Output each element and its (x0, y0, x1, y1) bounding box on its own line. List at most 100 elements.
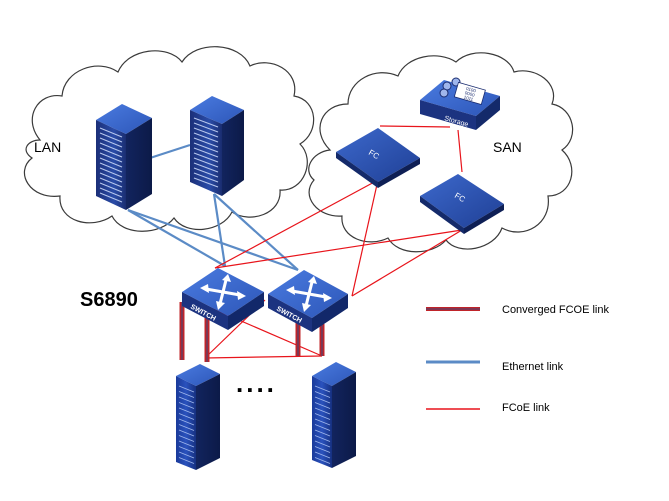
storage-bits-row-3: 1011 (463, 95, 474, 103)
fcoe-link (379, 125, 451, 128)
drive-bay (99, 157, 123, 168)
legend-label-fcoe: FCoE link (502, 402, 550, 414)
fcoe-link (214, 179, 379, 269)
drive-bay (193, 177, 219, 188)
drive-bay (178, 435, 195, 442)
drive-bay (178, 440, 195, 448)
drive-bay (178, 413, 195, 420)
server-drive-bays (178, 385, 195, 464)
server-drive-bays (314, 385, 331, 464)
drive-bay (193, 162, 219, 173)
legend-label-converged: Converged FCOE link (502, 304, 609, 316)
drive-bay (314, 418, 331, 426)
switch-model-label: S6890 (80, 289, 138, 311)
drive-bay (193, 152, 219, 163)
drive-bay (99, 137, 123, 148)
ethernet-link (127, 209, 226, 267)
san-label: SAN (493, 139, 522, 155)
drive-bay (314, 446, 331, 453)
drive-bay (99, 127, 123, 138)
drive-bay (99, 182, 123, 193)
drive-bay (178, 424, 195, 431)
storage-bits-row-1: 0100 (465, 86, 476, 94)
drive-bay (193, 157, 219, 168)
legend: Converged FCOE link Ethernet link FCoE l… (426, 304, 609, 414)
drive-bay (314, 385, 331, 393)
server-drive-bays (193, 117, 219, 188)
links (127, 125, 463, 362)
fcoe-link (457, 129, 463, 173)
drive-bay (99, 132, 123, 143)
server-drive-bays (99, 127, 123, 203)
legend-item-fcoe: FCoE link (426, 402, 550, 414)
drive-bay (314, 424, 331, 431)
access-server-2 (312, 362, 356, 468)
switch-arrows-icon (290, 280, 328, 308)
storage-disk-icon (439, 88, 449, 98)
drive-bay (99, 152, 123, 163)
s6890-switch-2: SWITCH (268, 270, 348, 332)
lan-label: LAN (34, 139, 61, 155)
drive-bay (178, 446, 195, 453)
drive-bay (193, 137, 219, 148)
drive-bay (99, 167, 123, 178)
drive-bay (178, 407, 195, 415)
drive-bay (193, 142, 219, 153)
fc-switch-1: FC (336, 128, 420, 188)
switch-arrows-icon (204, 278, 242, 306)
drive-bay (314, 457, 331, 464)
drive-bay (99, 142, 123, 153)
drive-bay (314, 391, 331, 398)
drive-bay (193, 122, 219, 133)
drive-bay (193, 147, 219, 158)
storage-device: 0100 0000 1011 Storage (420, 77, 500, 130)
drive-bay (178, 385, 195, 393)
storage-bit-display (453, 81, 486, 106)
drive-bay (193, 172, 219, 183)
drive-bay (193, 127, 219, 138)
drive-bay (193, 167, 219, 178)
storage-bits-row-2: 0000 (464, 90, 475, 98)
drive-bay (99, 147, 123, 158)
lan-server-tower-1 (96, 104, 152, 210)
drive-bay (193, 132, 219, 143)
drive-bay (99, 162, 123, 173)
drive-bay (314, 429, 331, 437)
legend-label-ethernet: Ethernet link (502, 361, 564, 373)
lan-server-tower-2 (190, 96, 244, 196)
legend-item-ethernet: Ethernet link (426, 360, 564, 373)
ethernet-link (212, 193, 227, 267)
drive-bay (178, 457, 195, 464)
fcoe-link (351, 229, 463, 297)
fcoe-link (214, 229, 463, 269)
drive-bay (99, 177, 123, 188)
drive-bay (314, 407, 331, 415)
s6890-switch-1: SWITCH (182, 268, 264, 330)
drive-bay (314, 435, 331, 442)
drive-bay (178, 396, 195, 404)
fcoe-link (204, 355, 323, 359)
fc-switch-2: FC (420, 174, 504, 234)
drive-bay (178, 451, 195, 459)
more-servers-ellipsis: .... (236, 368, 277, 398)
san-cloud: SAN (308, 52, 574, 253)
lan-cloud: LAN (23, 46, 315, 232)
drive-bay (314, 451, 331, 459)
drive-bay (314, 396, 331, 404)
legend-item-converged: Converged FCOE link (426, 304, 609, 316)
drive-bay (314, 440, 331, 448)
drive-bay (178, 391, 195, 398)
converged-links (179, 302, 325, 362)
drive-bay (99, 187, 123, 198)
drive-bay (193, 117, 219, 128)
ethernet-link (149, 143, 191, 160)
drive-bay (314, 413, 331, 420)
fcoe-link (351, 179, 379, 297)
drive-bay (314, 402, 331, 409)
access-server-1 (176, 364, 220, 470)
drive-bay (178, 402, 195, 409)
drive-bay (99, 172, 123, 183)
drive-bay (178, 429, 195, 437)
drive-bay (178, 418, 195, 426)
